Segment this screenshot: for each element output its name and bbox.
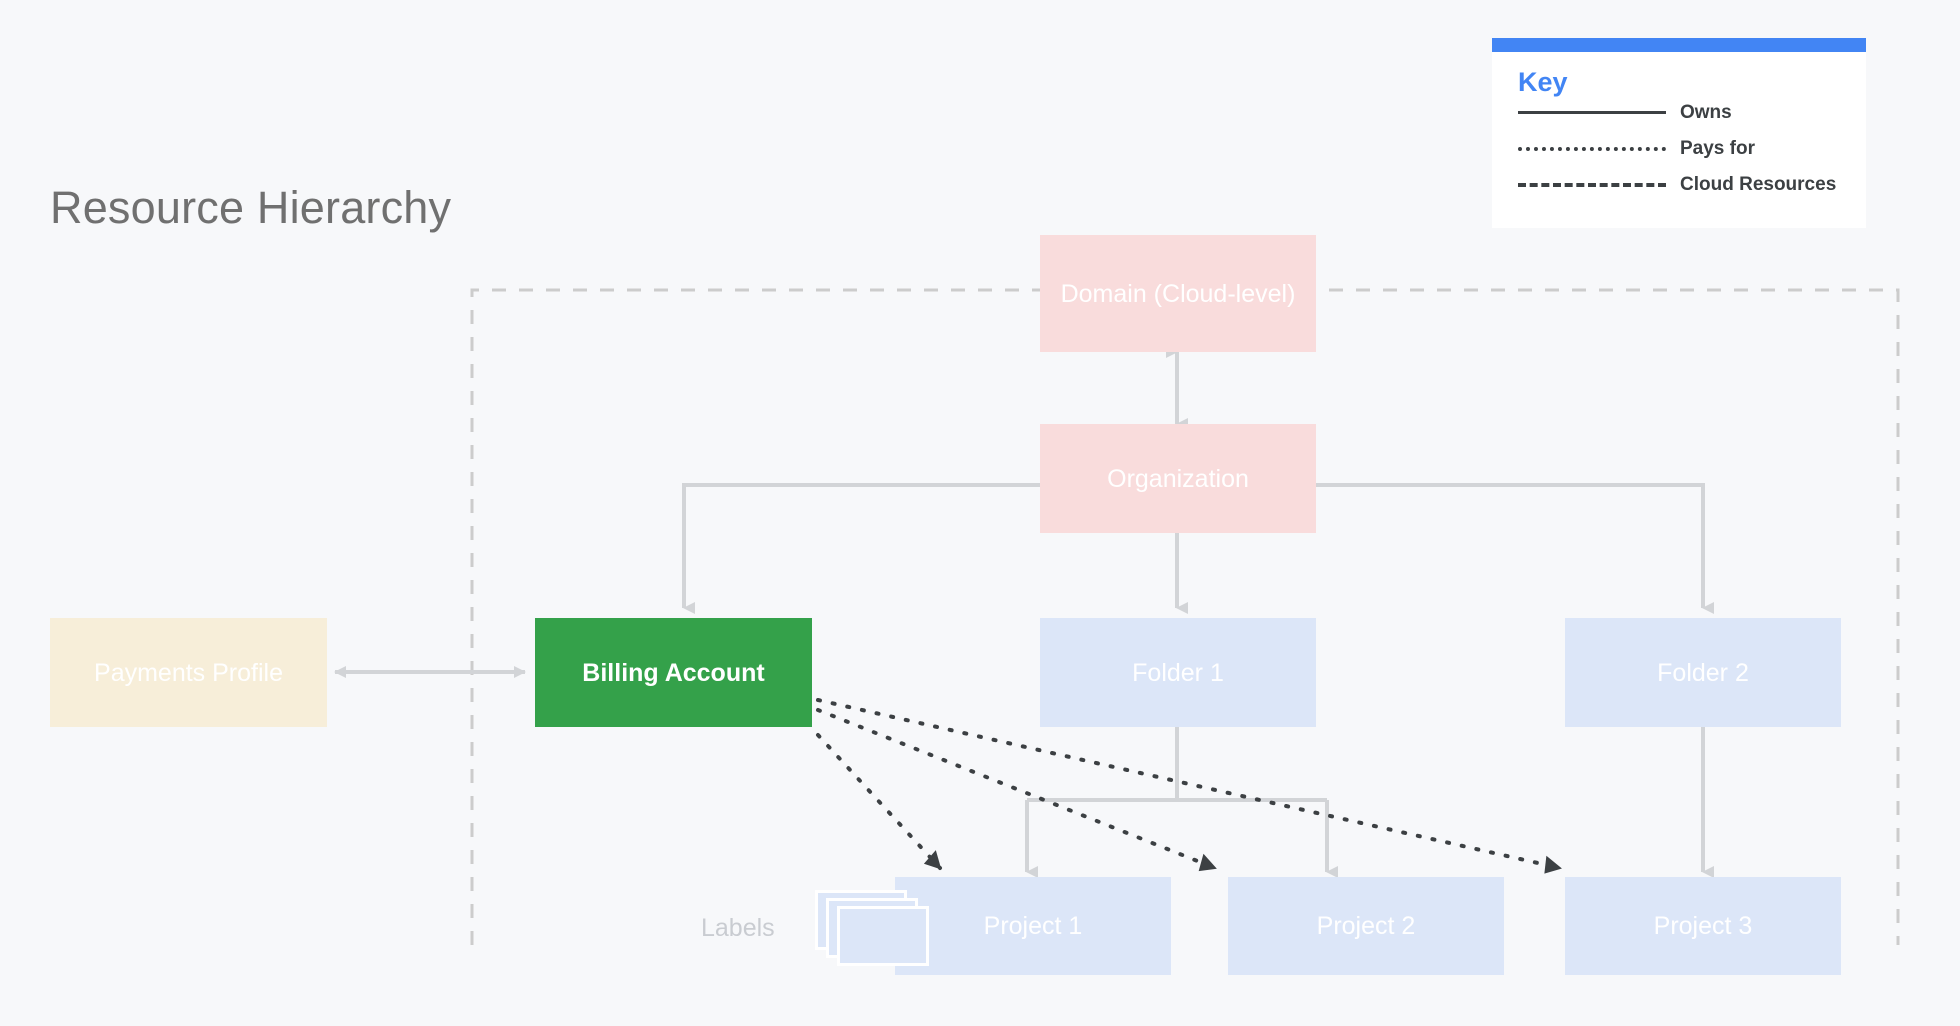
label-card-front (837, 906, 929, 966)
key-panel: Key Owns Pays for Cloud Resources (1492, 38, 1866, 228)
labels-stack-icon[interactable] (815, 890, 933, 968)
node-project-1-label: Project 1 (983, 912, 1083, 940)
edge-organization-billing-account (682, 483, 1040, 614)
key-label-owns: Owns (1680, 101, 1732, 123)
node-project-3-label: Project 3 (1653, 912, 1753, 940)
node-organization-label: Organization (1107, 464, 1249, 493)
dashed-line-icon (1518, 174, 1666, 194)
node-folder-1-label: Folder 1 (1132, 658, 1224, 687)
node-project-1[interactable]: Project 1 (895, 877, 1171, 975)
node-payments-profile-label: Payments Profile (94, 658, 283, 687)
node-folder-1[interactable]: Folder 1 (1040, 618, 1316, 727)
solid-line-icon (1518, 102, 1666, 122)
labels-group-label: Labels (701, 914, 775, 942)
key-label-cloud-resources: Cloud Resources (1680, 173, 1837, 195)
node-project-2-label: Project 2 (1316, 912, 1416, 940)
key-row-owns: Owns (1518, 102, 1840, 138)
node-billing-account-label: Billing Account (582, 658, 765, 687)
edge-folder1-projects (1025, 727, 1338, 878)
node-project-3[interactable]: Project 3 (1565, 877, 1841, 975)
node-payments-profile[interactable]: Payments Profile (50, 618, 327, 727)
edge-organization-folder2 (1316, 483, 1714, 614)
node-folder-2[interactable]: Folder 2 (1565, 618, 1841, 727)
node-organization[interactable]: Organization (1040, 424, 1316, 533)
node-domain-label: Domain (Cloud-level) (1060, 279, 1296, 308)
key-accent-bar (1492, 38, 1866, 52)
node-billing-account[interactable]: Billing Account (535, 618, 812, 727)
dotted-line-icon (1518, 138, 1666, 158)
key-row-pays-for: Pays for (1518, 138, 1840, 174)
key-title: Key (1518, 67, 1568, 97)
node-domain[interactable]: Domain (Cloud-level) (1040, 235, 1316, 352)
key-row-cloud-resources: Cloud Resources (1518, 174, 1840, 210)
page-title: Resource Hierarchy (50, 182, 452, 233)
node-folder-2-label: Folder 2 (1657, 658, 1749, 687)
edge-billing-account-project1 (816, 733, 942, 870)
edge-billing-account-project2 (816, 708, 1217, 872)
node-project-2[interactable]: Project 2 (1228, 877, 1504, 975)
key-label-pays-for: Pays for (1680, 137, 1755, 159)
